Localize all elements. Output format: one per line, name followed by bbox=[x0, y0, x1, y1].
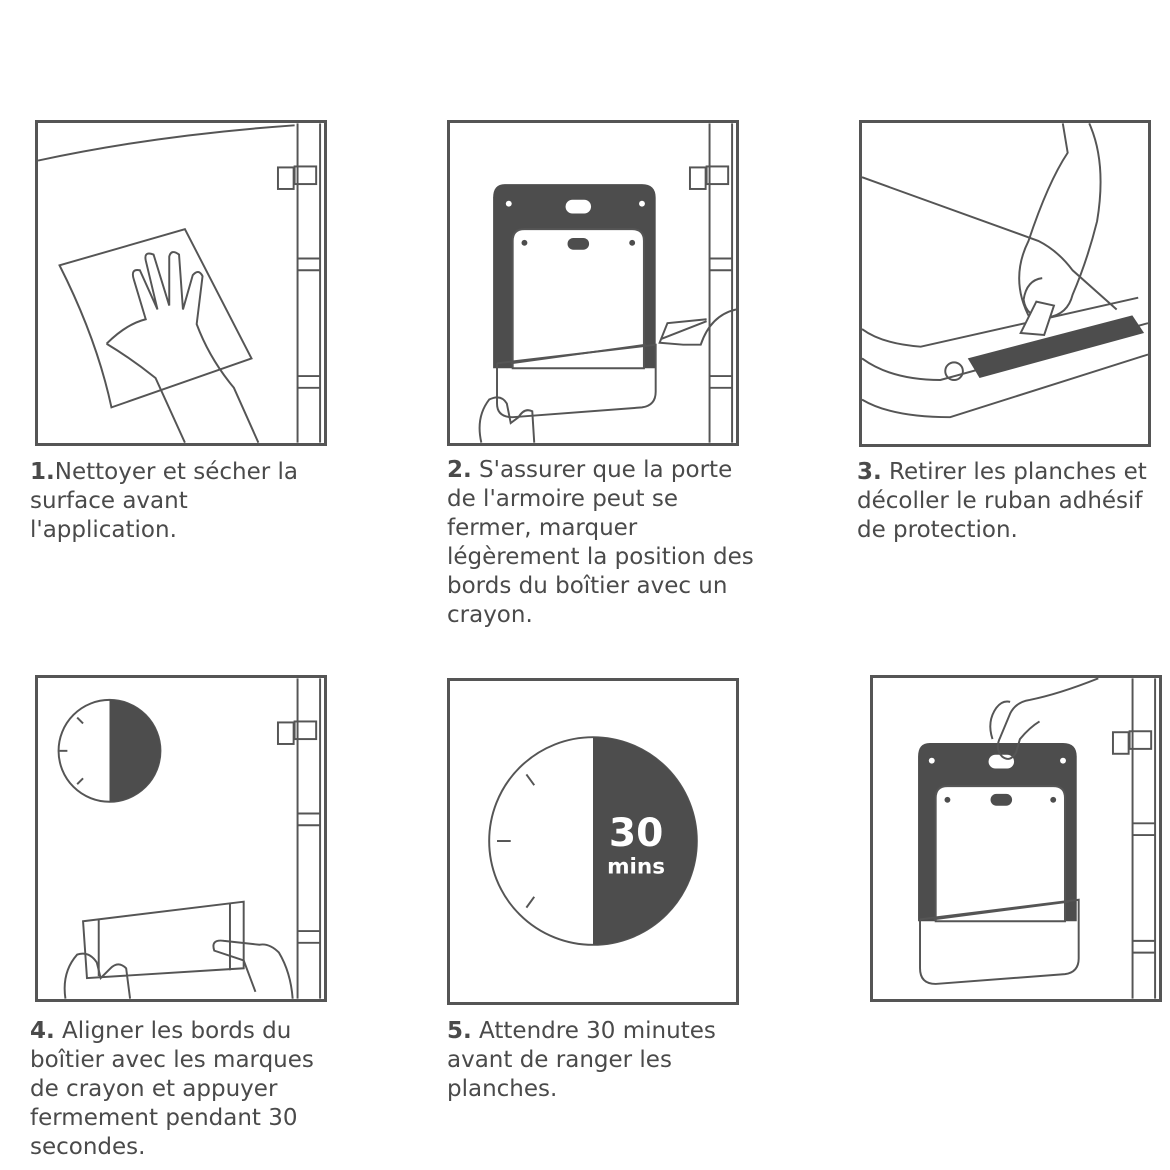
step-3-illustration bbox=[859, 120, 1151, 447]
step-text: Aligner les bords du boîtier avec les ma… bbox=[30, 1018, 314, 1160]
peeling-illustration bbox=[862, 123, 1148, 419]
step-number: 3. bbox=[857, 459, 882, 485]
step-text: S'assurer que la porte de l'armoire peut… bbox=[447, 457, 754, 628]
timer-value: 30 bbox=[609, 811, 664, 856]
timer-illustration: 30 mins bbox=[488, 736, 698, 946]
step-4-illustration bbox=[35, 675, 327, 1002]
step-3-caption: 3. Retirer les planches et décoller le r… bbox=[857, 458, 1157, 545]
step-number: 1. bbox=[30, 459, 55, 485]
step-1-illustration bbox=[35, 120, 327, 446]
step-text: Nettoyer et sécher la surface avant l'ap… bbox=[30, 459, 298, 543]
timer-half-fill bbox=[593, 737, 697, 945]
step-2-caption: 2. S'assurer que la porte de l'armoire p… bbox=[447, 456, 757, 630]
step-2-illustration bbox=[447, 120, 739, 446]
step-1-caption: 1.Nettoyer et sécher la surface avant l'… bbox=[30, 458, 330, 545]
step-number: 5. bbox=[447, 1018, 472, 1044]
step-number: 4. bbox=[30, 1018, 55, 1044]
step-number: 2. bbox=[447, 457, 472, 483]
step-5-illustration: 30 mins bbox=[447, 678, 739, 1005]
pressing-illustration bbox=[57, 678, 322, 999]
step-4-caption: 4. Aligner les bords du boîtier avec les… bbox=[30, 1017, 330, 1162]
marking-illustration bbox=[478, 123, 736, 443]
storing-illustration bbox=[918, 678, 1157, 999]
wiping-illustration bbox=[38, 123, 322, 443]
timer-unit: mins bbox=[607, 854, 665, 879]
step-text: Attendre 30 minutes avant de ranger les … bbox=[447, 1018, 716, 1102]
step-6-illustration bbox=[870, 675, 1162, 1002]
step-text: Retirer les planches et décoller le ruba… bbox=[857, 459, 1147, 543]
step-5-caption: 5. Attendre 30 minutes avant de ranger l… bbox=[447, 1017, 747, 1104]
